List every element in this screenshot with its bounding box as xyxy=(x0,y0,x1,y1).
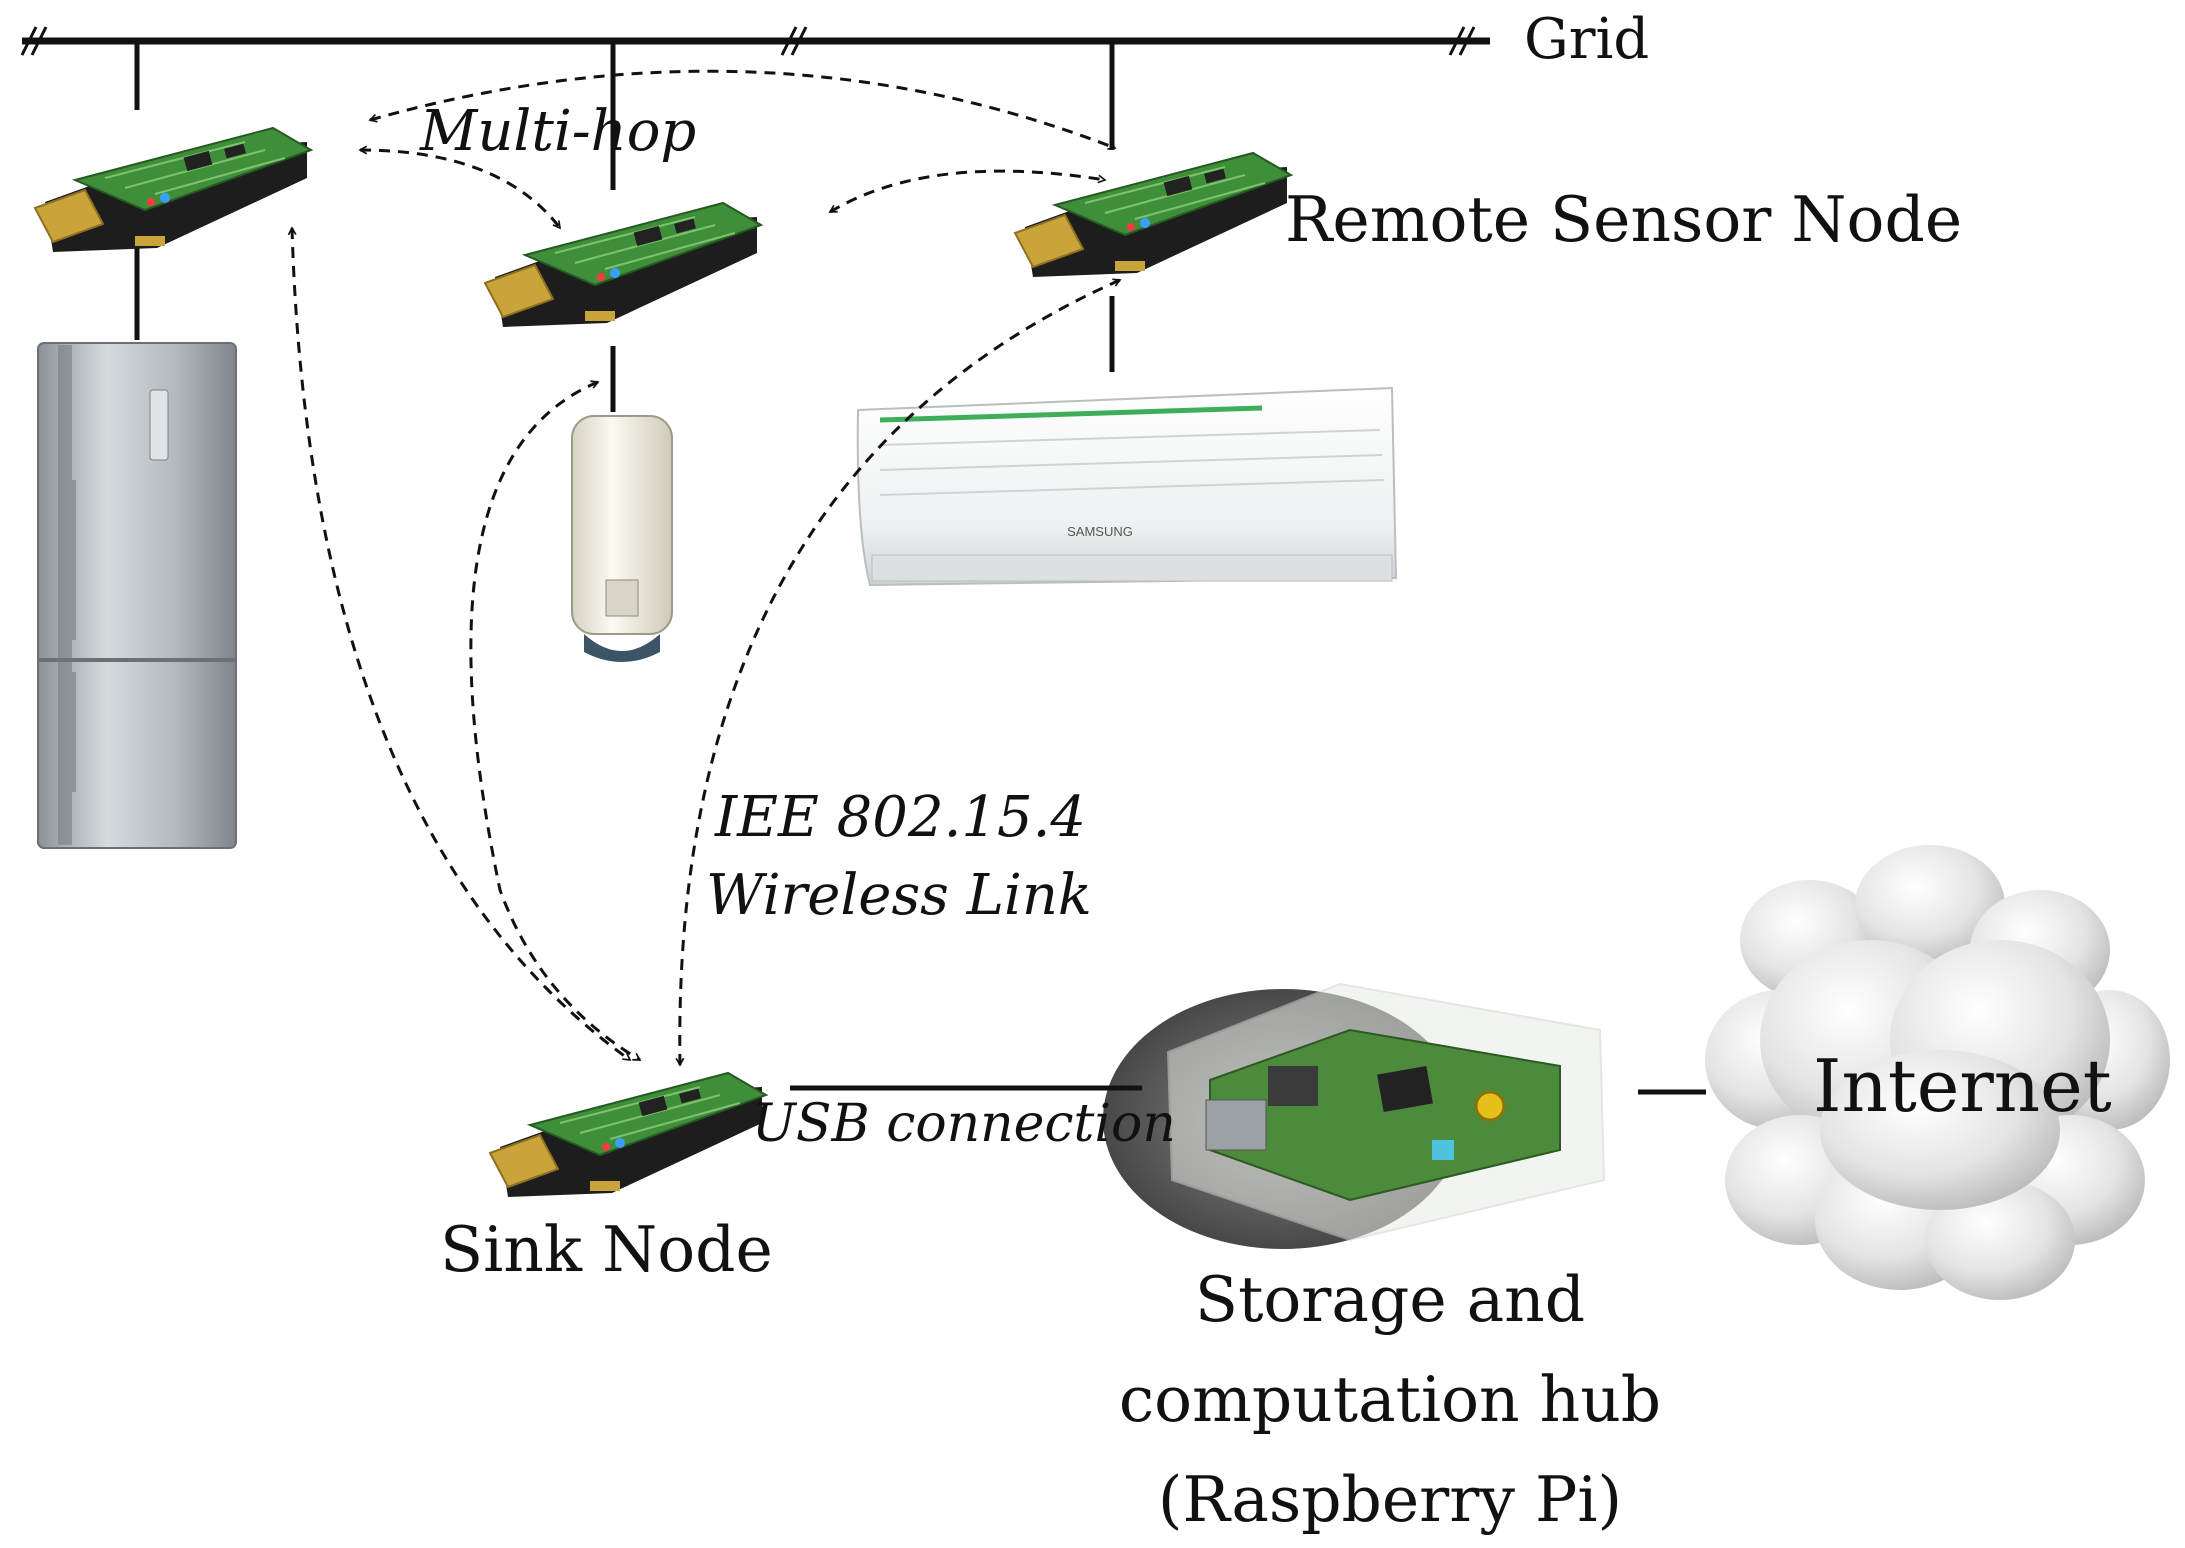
wired-connections xyxy=(790,1085,1706,1095)
sensor-node-fridge xyxy=(34,127,312,253)
grid-bus xyxy=(20,26,1490,56)
sensor-node-ac xyxy=(1014,152,1292,278)
wireless-link-fridge-sink xyxy=(292,228,630,1062)
remote-sensor-node-label: Remote Sensor Node xyxy=(1285,183,1963,256)
raspberry-pi-image xyxy=(1103,982,1606,1249)
hub-label-line2: computation hub xyxy=(1118,1363,1662,1436)
multi-hop-link-heater-ac xyxy=(830,169,1105,214)
refrigerator-image xyxy=(37,342,237,849)
hub-label-line1: Storage and xyxy=(1194,1263,1586,1336)
sensor-node-heater xyxy=(484,202,762,328)
hub-label-line3: (Raspberry Pi) xyxy=(1157,1463,1623,1536)
multi-hop-link-fridge-heater xyxy=(360,150,562,228)
internet-label: Internet xyxy=(1813,1044,2112,1128)
cloud-icon xyxy=(1705,845,2170,1300)
sensor-node-sink xyxy=(489,1072,767,1198)
grid-label: Grid xyxy=(1524,7,1650,72)
air-conditioner-image: SAMSUNG xyxy=(856,386,1398,587)
wireless-link-label-line2: Wireless Link xyxy=(706,863,1092,928)
usb-connection-label: USB connection xyxy=(752,1094,1176,1154)
multi-hop-link-top xyxy=(370,69,1115,148)
sink-node-label: Sink Node xyxy=(440,1213,773,1286)
water-heater-image xyxy=(571,415,673,662)
grid-connections xyxy=(134,41,1115,412)
ac-brand-text: SAMSUNG xyxy=(1067,524,1133,539)
wireless-link-ac-sink xyxy=(680,280,1120,1065)
wireless-link-heater-sink xyxy=(469,382,640,1062)
wireless-links xyxy=(292,69,1120,1065)
multi-hop-label: Multi-hop xyxy=(420,99,697,164)
wireless-link-label-line1: IEE 802.15.4 xyxy=(715,785,1087,850)
